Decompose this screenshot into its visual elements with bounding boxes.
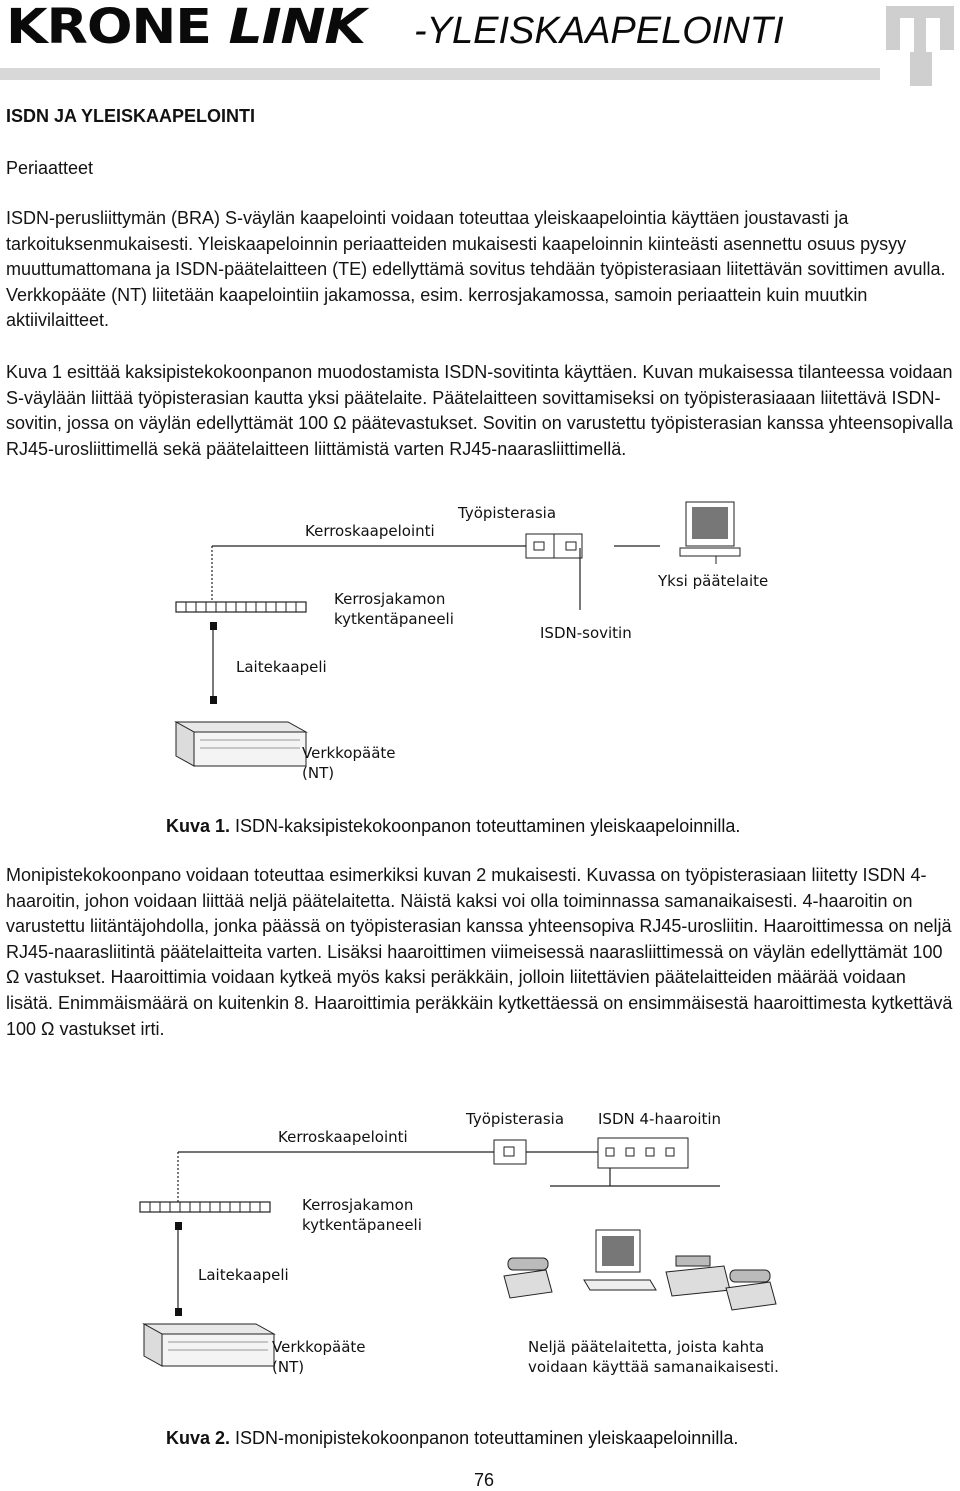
section-subheading: Periaatteet — [6, 158, 94, 178]
paragraph-2: Kuva 1 esittää kaksipistekokoonpanon muo… — [6, 362, 953, 459]
patch-plug-icon — [175, 1222, 182, 1230]
figure-2-caption: Kuva 2. ISDN-monipistekokoonpanon toteut… — [166, 1428, 738, 1449]
label-verkkopaate: Verkkopääte — [302, 744, 396, 762]
label-kerrosjakamon-2: kytkentäpaneeli — [334, 610, 454, 628]
header-subtitle: -YLEISKAAPELOINTI — [414, 10, 784, 52]
terminal-computer-icon — [679, 501, 741, 557]
paragraph-3: Monipistekokoonpano voidaan toteuttaa es… — [6, 865, 953, 1039]
figure-1-caption-text: ISDN-kaksipistekokoonpanon toteuttaminen… — [230, 816, 741, 836]
label-yksi-paatelaite: Yksi päätelaite — [657, 572, 768, 590]
wall-outlet-icon — [525, 533, 583, 559]
patch-plug-icon — [175, 1308, 182, 1316]
label-nelja-1: Neljä päätelaitetta, joista kahta — [528, 1338, 764, 1356]
brand-krone: KRONE — [6, 0, 212, 55]
label-laitekaapeli: Laitekaapeli — [198, 1266, 289, 1284]
patch-panel-icon — [139, 1201, 271, 1213]
fax-icon — [665, 1255, 731, 1297]
label-tyopisterasia: Työpisterasia — [465, 1110, 564, 1128]
page-header: KRONE LINK -YLEISKAAPELOINTI — [0, 0, 960, 90]
wall-outlet-icon — [493, 1139, 527, 1165]
label-nt: (NT) — [302, 764, 334, 782]
network-terminal-icon — [174, 721, 308, 767]
patch-panel-icon — [175, 601, 307, 613]
telephone-icon — [725, 1269, 777, 1311]
label-kerrosjakamon-2: kytkentäpaneeli — [302, 1216, 422, 1234]
page-number: 76 — [474, 1470, 495, 1490]
label-nt: (NT) — [272, 1358, 304, 1376]
label-kerrosjakamon-1: Kerrosjakamon — [302, 1196, 413, 1214]
telephone-icon — [503, 1257, 553, 1299]
figure-2-caption-number: Kuva 2. — [166, 1428, 231, 1448]
figure-2-caption-text: ISDN-monipistekokoonpanon toteuttaminen … — [230, 1428, 739, 1448]
label-tyopisterasia: Työpisterasia — [457, 504, 556, 522]
label-nelja-2: voidaan käyttää samanaikaisesti. — [528, 1358, 779, 1376]
paragraph-1: ISDN-perusliittymän (BRA) S-väylän kaape… — [6, 208, 946, 331]
figure-2-diagram: Kerroskaapelointi Työpisterasia ISDN 4-h… — [139, 1110, 779, 1376]
isdn-splitter-icon — [597, 1137, 689, 1169]
label-isdn-sovitin: ISDN-sovitin — [540, 624, 632, 642]
computer-icon — [583, 1229, 657, 1291]
figure-1-caption: Kuva 1. ISDN-kaksipistekokoonpanon toteu… — [166, 816, 740, 837]
section-heading: ISDN JA YLEISKAAPELOINTI — [6, 106, 256, 126]
label-kerrosjakamon-1: Kerrosjakamon — [334, 590, 445, 608]
network-terminal-icon — [142, 1323, 276, 1367]
header-rule — [0, 68, 880, 80]
brand-logotype: KRONE LINK — [6, 0, 366, 55]
label-kerroskaapelointi: Kerroskaapelointi — [278, 1128, 408, 1146]
label-laitekaapeli: Laitekaapeli — [236, 658, 327, 676]
label-isdn-haaroitin: ISDN 4-haaroitin — [598, 1110, 721, 1128]
figure-1-caption-number: Kuva 1. — [166, 816, 231, 836]
brand-link: LINK — [228, 0, 366, 55]
patch-plug-icon — [210, 622, 217, 630]
patch-plug-icon — [210, 696, 217, 704]
label-kerroskaapelointi: Kerroskaapelointi — [305, 522, 435, 540]
figure-1-diagram: Kerroskaapelointi Työpisterasia Kerrosja… — [174, 501, 768, 782]
krone-logo-icon — [886, 6, 954, 86]
label-verkkopaate: Verkkopääte — [272, 1338, 366, 1356]
